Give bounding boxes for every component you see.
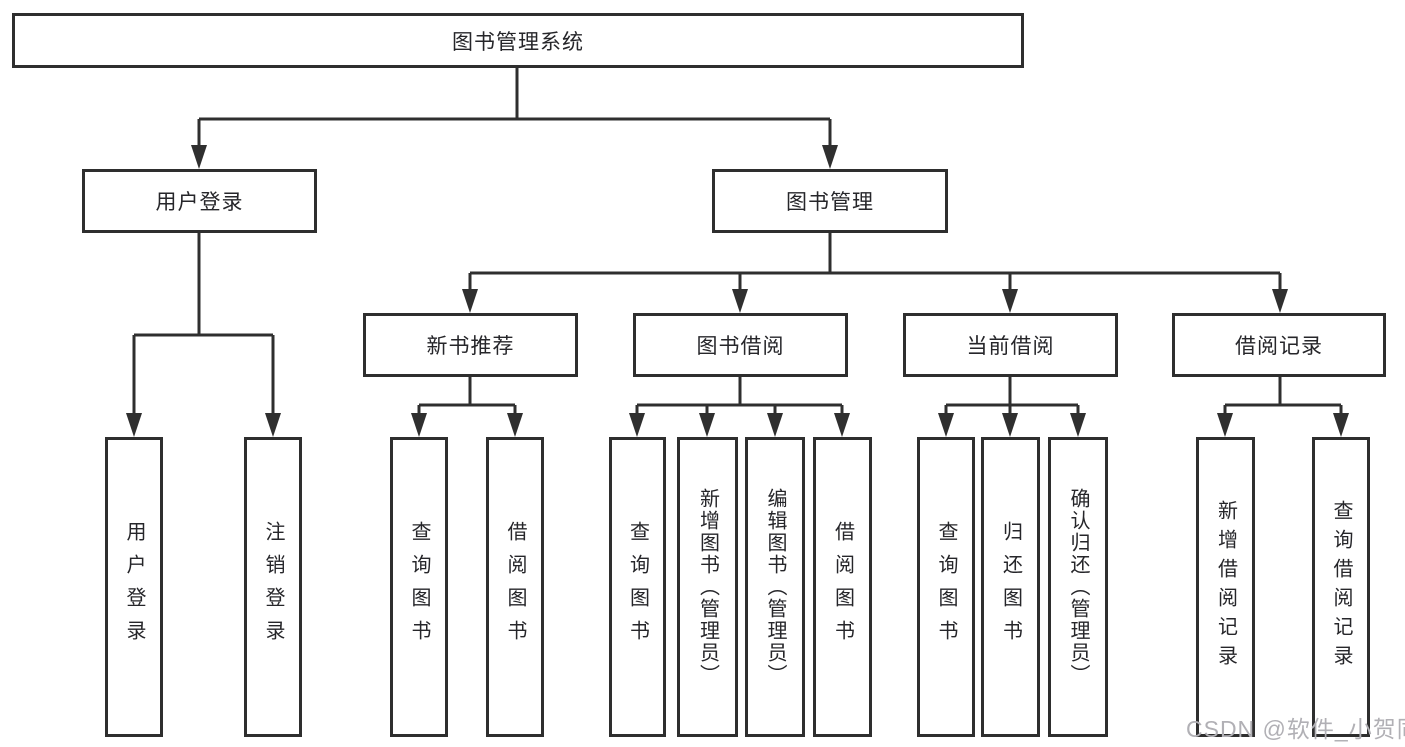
leaf-confirm-return-admin-label: 确认归还（管理员） [1067,488,1089,686]
leaf-borrow-books-2-label: 借阅图书 [831,521,854,653]
leaf-query-books-3-label: 查询图书 [935,521,957,653]
leaf-return-book-label: 归还图书 [999,521,1022,653]
leaf-query-books-1-label: 查询图书 [408,521,430,653]
leaf-borrow-books-2: 借阅图书 [813,437,872,737]
node-book-management-label: 图书管理 [786,191,874,214]
csdn-watermark: CSDN @软件_小贺同学 [1186,716,1405,742]
leaf-query-books-2-label: 查询图书 [626,521,649,653]
leaf-return-book: 归还图书 [981,437,1040,737]
leaf-borrow-books-1-label: 借阅图书 [504,521,526,653]
node-user-login: 用户登录 [82,169,317,233]
leaf-borrow-books-1: 借阅图书 [486,437,544,737]
leaf-confirm-return-admin: 确认归还（管理员） [1048,437,1108,737]
node-book-borrow-label: 图书借阅 [696,335,785,358]
node-current-borrow: 当前借阅 [903,313,1118,377]
leaf-add-book-admin: 新增图书（管理员） [677,437,738,737]
node-user-login-label: 用户登录 [155,191,244,214]
leaf-user-login: 用户登录 [105,437,163,737]
node-borrow-records: 借阅记录 [1172,313,1386,377]
node-new-book-recommend: 新书推荐 [363,313,578,377]
leaf-query-books-2: 查询图书 [609,437,666,737]
node-borrow-records-label: 借阅记录 [1235,335,1323,358]
leaf-add-borrow-record: 新增借阅记录 [1196,437,1255,737]
node-book-borrow: 图书借阅 [633,313,848,377]
leaf-logout: 注销登录 [244,437,302,737]
leaf-edit-book-admin-label: 编辑图书（管理员） [764,488,786,686]
leaf-query-books-3: 查询图书 [917,437,975,737]
node-root: 图书管理系统 [12,13,1024,68]
leaf-logout-label: 注销登录 [262,521,284,653]
leaf-add-book-admin-label: 新增图书（管理员） [696,488,719,686]
node-current-borrow-label: 当前借阅 [966,335,1055,358]
leaf-query-borrow-record-label: 查询借阅记录 [1330,500,1352,674]
node-root-label: 图书管理系统 [452,30,584,54]
leaf-user-login-label: 用户登录 [123,521,145,653]
leaf-query-books-1: 查询图书 [390,437,448,737]
leaf-query-borrow-record: 查询借阅记录 [1312,437,1370,737]
leaf-add-borrow-record-label: 新增借阅记录 [1214,500,1237,674]
node-book-management: 图书管理 [712,169,948,233]
node-new-book-recommend-label: 新书推荐 [426,335,515,358]
leaf-edit-book-admin: 编辑图书（管理员） [745,437,805,737]
